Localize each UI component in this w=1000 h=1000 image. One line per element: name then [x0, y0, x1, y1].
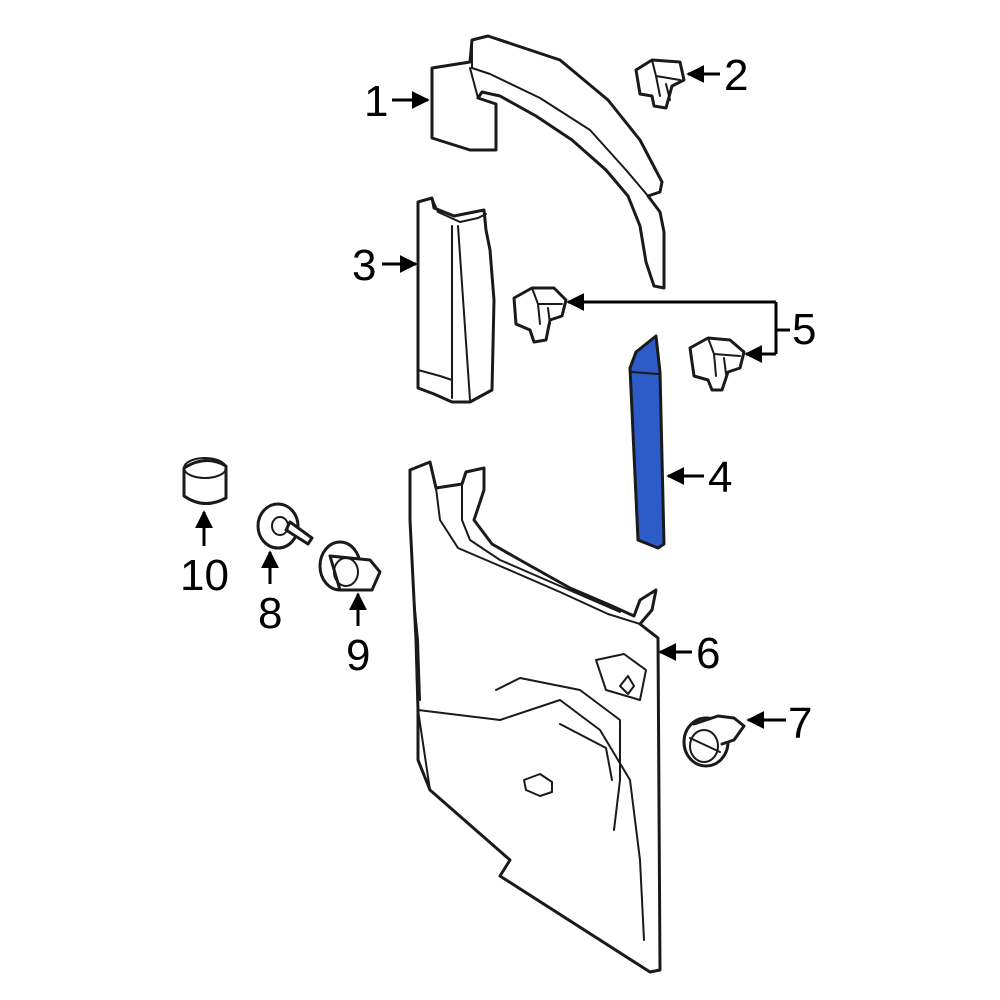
callout-8: 8 — [258, 589, 282, 638]
part-3-pillar-trim[interactable] — [416, 196, 496, 404]
callout-4: 4 — [708, 453, 732, 502]
part-7-push-pin[interactable] — [682, 714, 746, 768]
part-4-trim-strip[interactable] — [628, 334, 666, 550]
callout-10: 10 — [180, 551, 229, 600]
part-1-upper-trim[interactable] — [430, 34, 666, 290]
part-2-clip[interactable] — [634, 58, 686, 110]
callout-3: 3 — [352, 241, 376, 290]
callout-1: 1 — [364, 77, 388, 126]
part-8-retainer-pin[interactable] — [256, 502, 314, 550]
part-10-cap[interactable] — [182, 457, 228, 505]
part-9-grommet[interactable] — [318, 540, 382, 592]
part-6-lower-panel[interactable] — [408, 460, 662, 974]
callout-2: 2 — [724, 51, 748, 100]
callout-6: 6 — [696, 629, 720, 678]
part-5-clip-right[interactable] — [688, 336, 746, 392]
callout-5: 5 — [792, 305, 816, 354]
callout-7: 7 — [788, 699, 812, 748]
callout-9: 9 — [346, 631, 370, 680]
part-5-clip-left[interactable] — [512, 286, 568, 344]
